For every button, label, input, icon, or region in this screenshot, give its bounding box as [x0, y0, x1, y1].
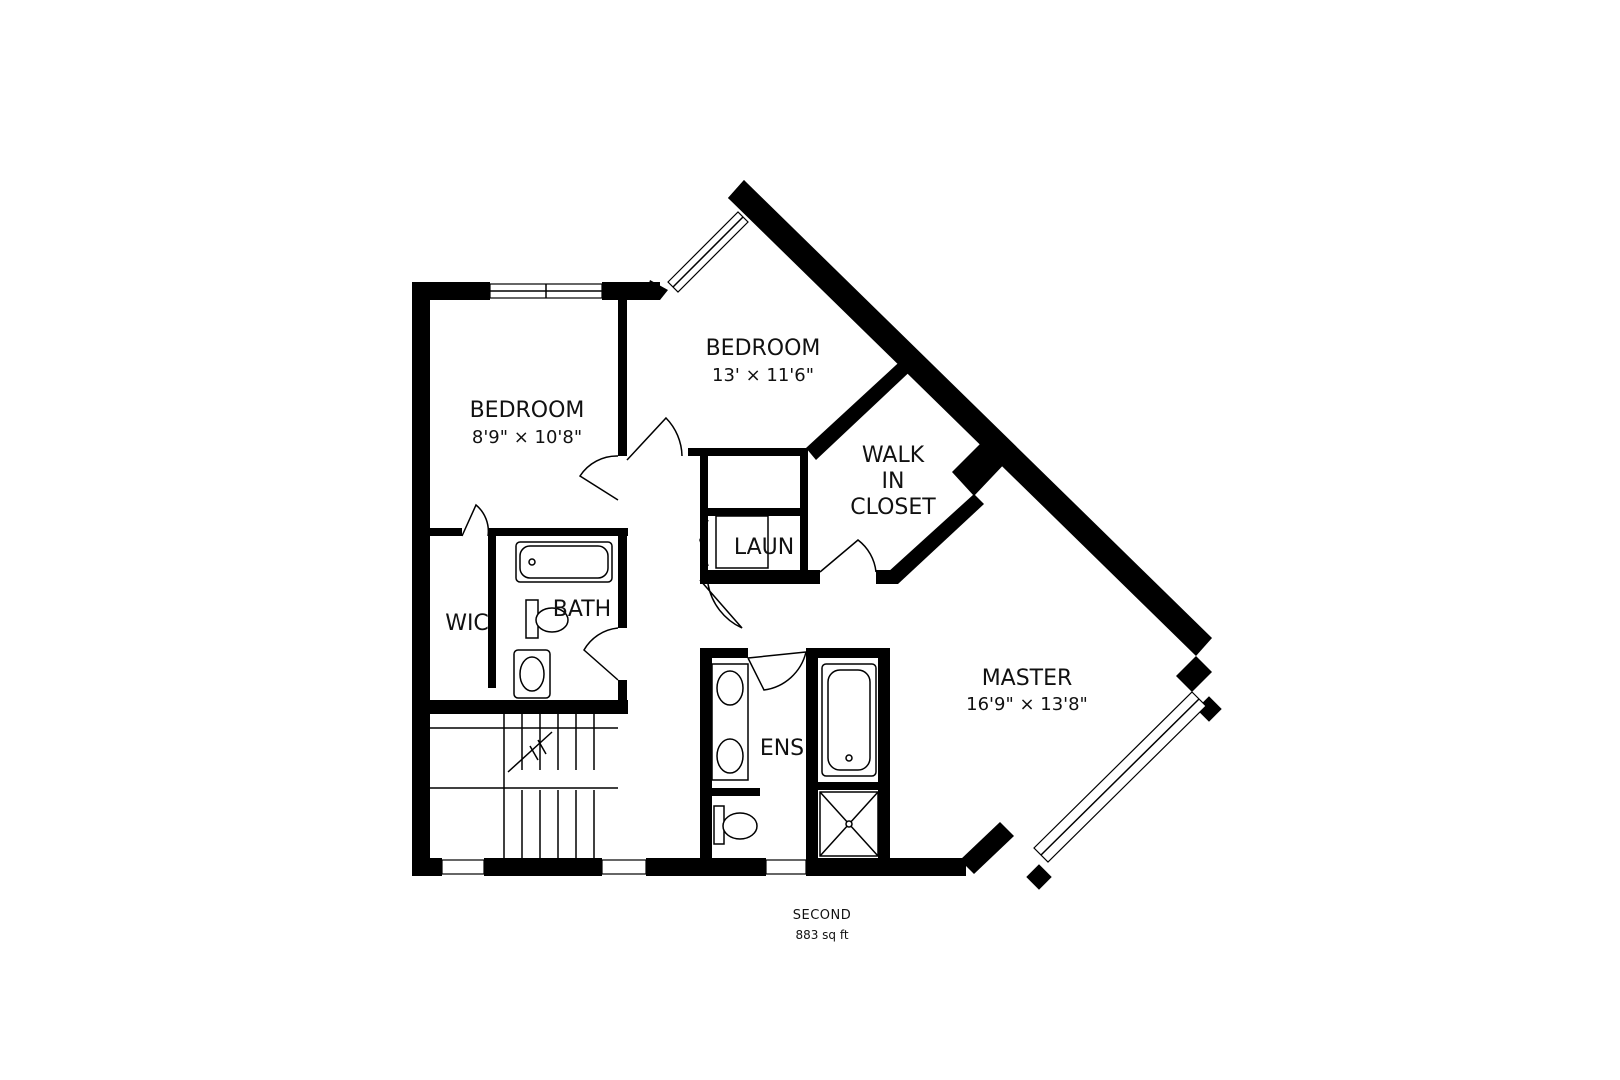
floor-name: SECOND — [793, 908, 852, 923]
doors — [461, 416, 877, 691]
walk-in-closet-label-2: IN — [882, 469, 905, 494]
ensuite-label: ENS — [760, 736, 804, 761]
fixtures — [513, 515, 879, 857]
wic-label: WIC — [445, 611, 489, 636]
laundry-label: LAUN — [734, 535, 794, 560]
walk-in-closet-label-1: WALK — [862, 443, 925, 468]
bath-label: BATH — [553, 597, 611, 622]
interior-walls — [430, 296, 984, 876]
bedroom-top-dims: 13' × 11'6" — [712, 365, 814, 386]
plan-caption: SECOND 883 sq ft — [793, 908, 852, 942]
staircase — [430, 714, 618, 858]
bedroom-left-name: BEDROOM — [470, 398, 585, 423]
windows — [441, 211, 1207, 875]
bedroom-left-dims: 8'9" × 10'8" — [472, 427, 582, 448]
bedroom-top-name: BEDROOM — [706, 336, 821, 361]
master-dims: 16'9" × 13'8" — [966, 694, 1088, 715]
master-name: MASTER — [982, 666, 1073, 691]
walk-in-closet-label-3: CLOSET — [850, 495, 936, 520]
room-labels: BEDROOM 8'9" × 10'8" BEDROOM 13' × 11'6"… — [445, 336, 1088, 761]
floor-area: 883 sq ft — [795, 928, 848, 942]
